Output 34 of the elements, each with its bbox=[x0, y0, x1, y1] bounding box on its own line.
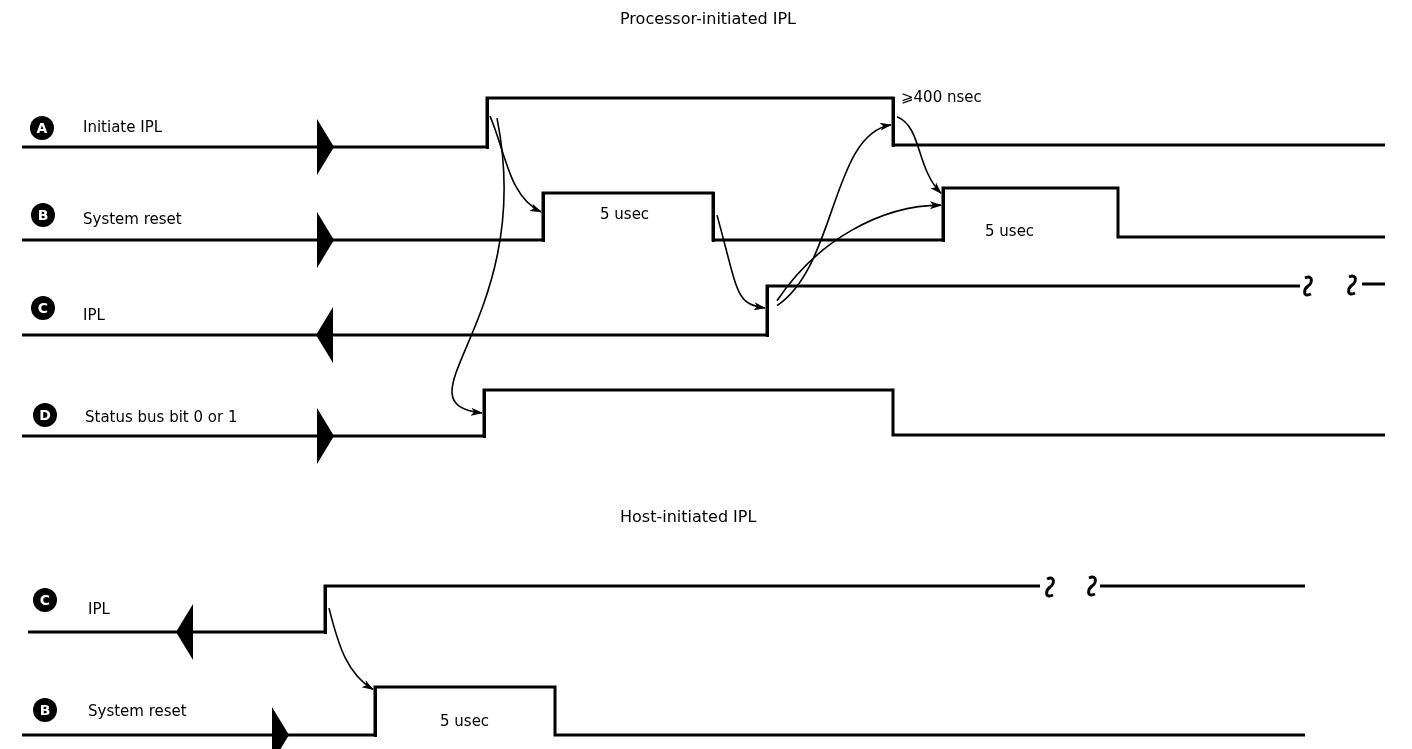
signal-transition bbox=[541, 191, 545, 242]
signal-transition bbox=[941, 186, 945, 242]
signal-name: Initiate IPL bbox=[83, 118, 163, 136]
duration-label: 5 usec bbox=[985, 222, 1035, 240]
signal-letter: A bbox=[30, 116, 54, 140]
duration-label: 5 usec bbox=[600, 205, 650, 223]
signal-name: ⩾400 nsec bbox=[901, 88, 982, 106]
signal-letter: C bbox=[33, 588, 57, 612]
timing-arrow bbox=[451, 117, 505, 415]
signal-transition bbox=[485, 96, 489, 149]
timing-arrow bbox=[776, 201, 942, 302]
signal-letter: D bbox=[33, 403, 57, 427]
timing-arrow bbox=[776, 124, 892, 307]
signal-letter: B bbox=[31, 203, 55, 227]
signal-name: Status bus bit 0 or 1 bbox=[85, 408, 238, 426]
signal-transition bbox=[711, 191, 715, 242]
duration-label: 5 usec bbox=[440, 712, 490, 730]
timing-arrow bbox=[328, 607, 374, 691]
signal-letter: C bbox=[31, 296, 55, 320]
timing-arrow bbox=[716, 214, 766, 310]
signal-transition bbox=[482, 388, 486, 438]
section-heading: Processor-initiated IPL bbox=[620, 10, 796, 28]
signal-transition bbox=[891, 96, 895, 147]
signal-transition bbox=[373, 685, 377, 737]
section-heading: Host-initiated IPL bbox=[620, 508, 757, 526]
signal-name: System reset bbox=[83, 210, 182, 228]
timing-arrow bbox=[489, 115, 542, 213]
signal-name: IPL bbox=[88, 600, 110, 618]
signal-transition bbox=[323, 584, 327, 634]
signal-name: System reset bbox=[88, 702, 187, 720]
timing-arrow bbox=[896, 116, 942, 194]
signal-letter: B bbox=[33, 698, 57, 722]
signal-name: IPL bbox=[83, 306, 105, 324]
signal-transition bbox=[765, 284, 769, 337]
